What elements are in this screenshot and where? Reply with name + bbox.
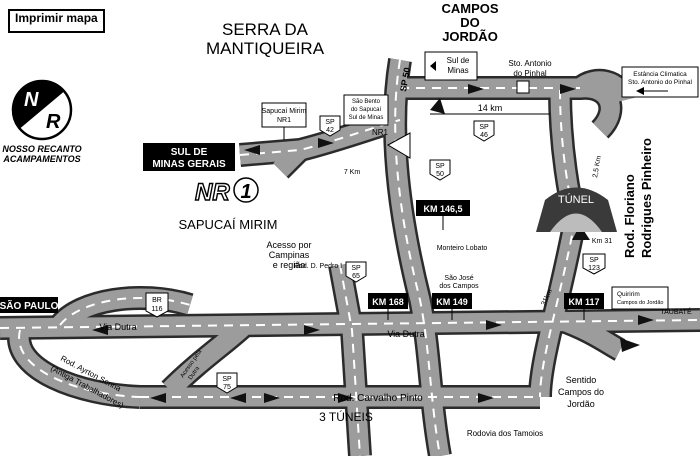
svg-text:Sto. Antonio do Pinhal: Sto. Antonio do Pinhal: [628, 79, 693, 86]
shield-sp123: SP 123: [582, 253, 606, 275]
svg-text:1: 1: [240, 181, 251, 203]
title-line1: SERRA DA: [222, 20, 309, 39]
km-markers: KM 146,5 KM 168 KM 149 KM 117: [368, 200, 604, 320]
svg-text:SP: SP: [589, 257, 599, 264]
svg-text:Minas: Minas: [447, 66, 468, 75]
km-117: KM 117: [564, 293, 604, 320]
logo-letter-n: N: [24, 89, 39, 111]
logo-line2: ACAMPAMENTOS: [2, 154, 80, 164]
svg-text:123: 123: [588, 265, 600, 272]
shield-sp50-vertical: SP 50: [398, 67, 412, 93]
svg-text:75: 75: [223, 384, 231, 391]
svg-text:Sapucaí Mirim: Sapucaí Mirim: [262, 108, 307, 115]
svg-text:SP: SP: [479, 124, 489, 131]
svg-text:Estância Climatica: Estância Climatica: [633, 71, 687, 78]
acesso-campinas-line1: Acesso por: [266, 240, 311, 250]
sign-sul-de-minas: Sul de Minas: [424, 51, 478, 81]
shield-sp65: SP 65: [345, 261, 367, 283]
sign-estancia: Estância Climatica Sto. Antonio do Pinha…: [621, 66, 699, 98]
shield-sp50: SP 50: [429, 159, 451, 181]
sign-sao-paulo: SÃO PAULO: [0, 297, 59, 313]
acesso-campinas-line2: Campinas: [269, 250, 310, 260]
svg-text:Sul de: Sul de: [447, 56, 470, 65]
svg-text:116: 116: [151, 306, 162, 313]
svg-text:SP: SP: [435, 163, 445, 170]
sentido-line1: Sentido: [566, 375, 597, 385]
sto-antonio-line2: do Pinhal: [513, 69, 547, 78]
svg-text:NR1: NR1: [277, 117, 291, 124]
sign-sao-bento: São Bento do Sapucaí Sul de Minas: [343, 94, 389, 126]
svg-text:KM 168: KM 168: [372, 297, 404, 307]
sentido-line3: Jordão: [567, 399, 595, 409]
junction-marker: [386, 132, 411, 159]
label-7km: 7 Km: [344, 169, 361, 176]
svg-text:65: 65: [352, 273, 360, 280]
acesso-campinas-line3: e região: [273, 260, 306, 270]
tunnel-label: TÚNEL: [558, 193, 594, 206]
shield-sp46: SP 46: [473, 120, 495, 142]
shield-sp42: SP 42: [319, 115, 341, 137]
svg-text:Quiririm: Quiririm: [617, 291, 640, 298]
km-146-5: KM 146,5: [416, 200, 470, 230]
direction-arrows: [92, 84, 654, 403]
label-2-5km: 2,5 Km: [592, 155, 603, 178]
svg-text:42: 42: [326, 127, 334, 134]
km-149: KM 149: [432, 293, 472, 320]
rod-floriano-line1: Rod. Floriano: [622, 174, 637, 258]
sto-antonio-line1: Sto. Antonio: [508, 59, 552, 68]
sentido-line2: Campos do: [558, 387, 604, 397]
sto-antonio-marker: [516, 80, 530, 94]
svg-text:BR: BR: [152, 297, 162, 304]
sapucai-mirim-label: SAPUCAÍ MIRIM: [179, 217, 278, 232]
svg-text:São Bento: São Bento: [352, 99, 381, 105]
via-dutra-left: Via Dutra: [99, 322, 136, 332]
svg-text:SP: SP: [351, 265, 361, 272]
rod-floriano-line2: Rodrigues Pinheiro: [639, 138, 654, 258]
label-nr1: NR1: [372, 128, 389, 137]
svg-text:Campos do Jordão: Campos do Jordão: [617, 300, 663, 306]
title-line2: MANTIQUEIRA: [206, 39, 325, 58]
campos-line3: JORDÃO: [442, 29, 498, 44]
svg-text:KM 146,5: KM 146,5: [423, 204, 462, 214]
sign-sapucai-mirim: Sapucaí Mirim NR1: [261, 102, 307, 140]
rodovia-tamoios: Rodovia dos Tamoios: [467, 429, 543, 438]
svg-text:do Sapucaí: do Sapucaí: [351, 107, 382, 113]
tres-tuneis: 3 TÚNEIS: [319, 409, 373, 424]
via-dutra-right: Via Dutra: [387, 329, 424, 339]
label-14km: 14 km: [478, 103, 503, 113]
nosso-recanto-logo: N R NOSSO RECANTO ACAMPAMENTOS: [2, 79, 82, 164]
svg-text:SÃO PAULO: SÃO PAULO: [0, 299, 59, 312]
svg-text:SUL DE: SUL DE: [171, 147, 208, 158]
svg-text:46: 46: [480, 132, 488, 139]
rod-carvalho-pinto: Rod. Carvalho Pinto: [333, 393, 423, 404]
campos-line1: CAMPOS: [441, 1, 498, 16]
sapucai-mirim-logo: NR 1: [194, 177, 259, 207]
sao-jose-line2: dos Campos: [439, 283, 479, 290]
shields: SP 50 SP 42 SP 46 SP 50 SP 65 SP 75: [145, 67, 606, 394]
sign-quiririm: Quiririm Campos do Jordão: [611, 286, 669, 310]
svg-text:SP: SP: [222, 376, 232, 383]
monteiro-lobato: Monteiro Lobato: [437, 245, 488, 252]
print-map-button[interactable]: Imprimir mapa: [8, 9, 105, 33]
shield-sp75: SP 75: [216, 372, 238, 394]
svg-text:KM 117: KM 117: [568, 297, 599, 307]
rod-d-pedro: Rod. D. Pedro I: [294, 263, 342, 270]
label-km31: Km 31: [592, 238, 612, 245]
sign-sul-de-minas-gerais: SUL DE MINAS GERAIS: [143, 143, 235, 171]
svg-text:Sul de Minas: Sul de Minas: [349, 115, 384, 121]
svg-text:SP: SP: [325, 119, 335, 126]
shield-br116: BR 116: [145, 292, 169, 318]
logo-letter-r: R: [46, 111, 61, 133]
logo-line1: NOSSO RECANTO: [2, 144, 81, 154]
tunnel-icon: TÚNEL: [536, 187, 617, 232]
svg-text:KM 149: KM 149: [436, 297, 468, 307]
svg-text:MINAS GERAIS: MINAS GERAIS: [152, 159, 226, 170]
svg-text:NR: NR: [195, 179, 230, 206]
svg-text:50: 50: [436, 171, 444, 178]
km-168: KM 168: [368, 293, 408, 320]
campos-line2: DO: [460, 15, 480, 30]
taubate: TAUBATÉ: [660, 307, 692, 316]
sao-jose-line1: São José: [444, 275, 473, 282]
